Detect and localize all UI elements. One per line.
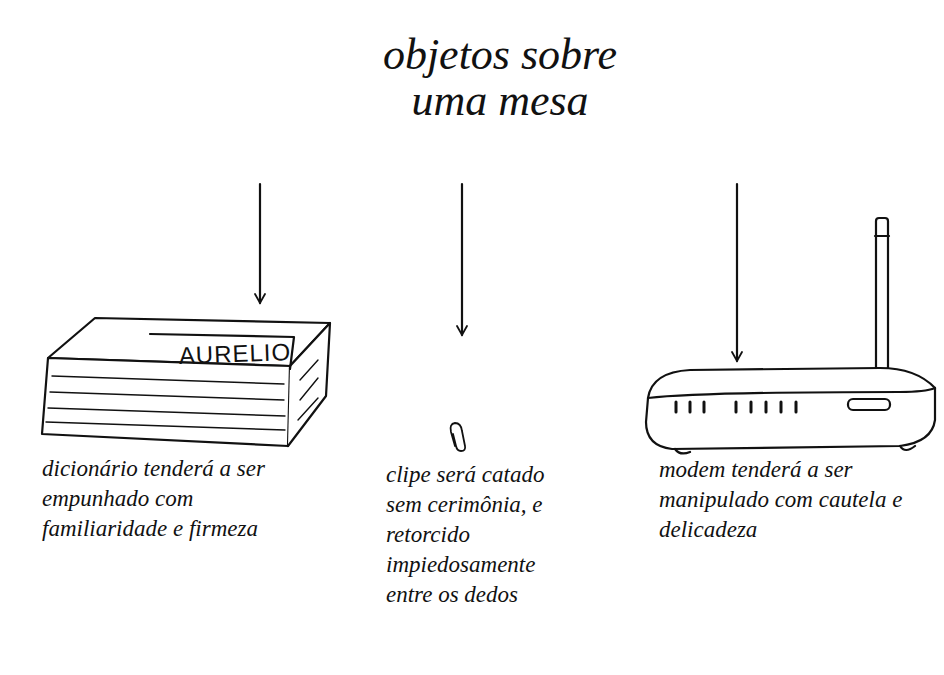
book-pages: [42, 358, 290, 446]
clip-item: clipe será catado sem cerimônia, e retor…: [380, 338, 580, 616]
modem-feet: [675, 446, 915, 453]
dictionary-illustration: [42, 318, 330, 446]
title-group: objetos sobre uma mesa: [200, 20, 800, 180]
title-text: objetos sobre uma mesa: [355, 32, 645, 124]
antenna-band: [875, 235, 889, 237]
clip-caption: clipe será catado sem cerimônia, e retor…: [386, 460, 576, 610]
arrow-connector: [461, 184, 463, 335]
spine-lines: [298, 360, 318, 420]
modem-caption: modem tenderá a ser manipulado com caute…: [659, 455, 929, 545]
book-title: AURELIO: [160, 337, 311, 370]
modem-leds: [676, 402, 796, 412]
modem-body: [646, 368, 935, 449]
modem-top-edge: [648, 388, 935, 398]
modem-item: modem tenderá a ser manipulado com caute…: [645, 364, 935, 551]
dictionary-caption: dicionário tenderá a ser empunhado com f…: [42, 454, 312, 544]
dictionary-item: AURELIO dicionário tenderá a ser empunhad…: [30, 306, 335, 550]
arrow-connector: [259, 184, 261, 303]
arrow-connector: [736, 184, 738, 361]
modem-antenna: [876, 218, 888, 370]
modem-illustration: [646, 218, 935, 453]
page-lines: [46, 376, 285, 430]
paper-clip: [451, 423, 466, 451]
modem-display: [848, 399, 890, 410]
